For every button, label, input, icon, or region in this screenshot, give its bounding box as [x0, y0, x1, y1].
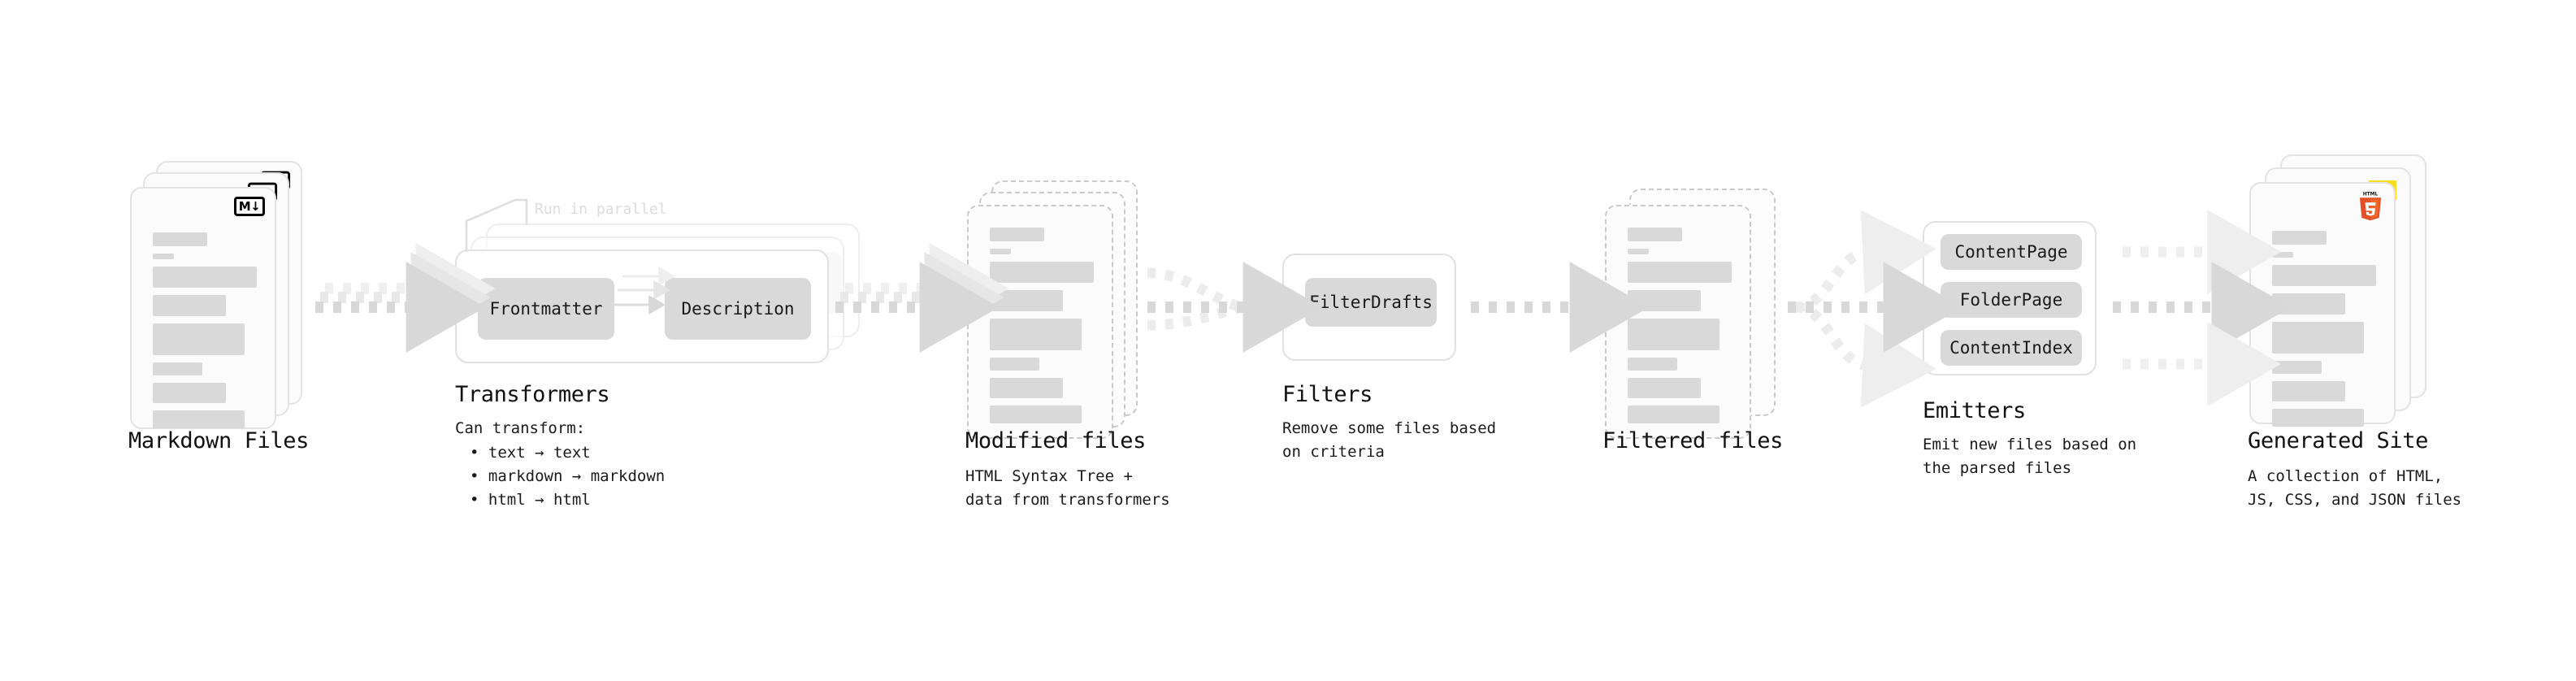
skeleton-bar [990, 406, 1082, 423]
skeleton-bar [990, 262, 1094, 283]
filters-panel: FilterDrafts [1282, 254, 1456, 361]
filtered-file-card-front [1605, 205, 1751, 439]
skeleton-bar [2272, 265, 2376, 286]
skeleton-lines [153, 232, 257, 436]
skeleton-bar [2272, 381, 2345, 401]
skeleton-bar [990, 249, 1011, 254]
stage-subtitle-modified-files: HTML Syntax Tree + data from transformer… [965, 467, 1170, 509]
skeleton-bar [153, 323, 245, 355]
stage-title-generated-site: Generated Site [2248, 428, 2428, 453]
stage-title-transformers: Transformers [455, 382, 610, 407]
skeleton-bar [990, 378, 1063, 398]
emitters-panel: ContentPage FolderPage ContentIndex [1923, 221, 2097, 375]
arrow-modified-to-filters [1147, 262, 1323, 353]
transformer-chip-frontmatter[interactable]: Frontmatter [478, 278, 614, 340]
emitter-chip-contentindex[interactable]: ContentIndex [1941, 330, 2082, 366]
skeleton-bar [1628, 358, 1678, 371]
skeleton-bar [2272, 322, 2364, 354]
transform-kind-item: • text → text [470, 444, 591, 462]
generated-html-card: HTML [2249, 182, 2396, 427]
skeleton-bar [990, 319, 1082, 350]
skeleton-bar [1628, 378, 1701, 398]
skeleton-bar [1628, 406, 1720, 423]
html5-badge-icon: HTML [2359, 193, 2382, 221]
emitter-chip-folderpage[interactable]: FolderPage [1941, 282, 2082, 318]
svg-text:HTML: HTML [2363, 193, 2379, 197]
stage-subtitle-emitters: Emit new files based on the parsed files [1923, 436, 2137, 477]
transform-kind-item: • markdown → markdown [470, 467, 666, 485]
skeleton-bar [153, 410, 245, 428]
stage-title-modified-files: Modified files [965, 428, 1146, 453]
skeleton-bar [153, 267, 257, 288]
generated-site-stack: CSS HTML [2249, 154, 2436, 431]
transform-kind-item: • html → html [470, 491, 591, 509]
modified-file-card-front [967, 205, 1113, 439]
skeleton-lines [1628, 228, 1732, 431]
stage-subtitle-generated-site: A collection of HTML, JS, CSS, and JSON … [2248, 467, 2462, 509]
arrow-emitters-to-site [2113, 210, 2292, 406]
skeleton-bar [990, 228, 1044, 241]
skeleton-bar [1628, 262, 1732, 283]
skeleton-bar [990, 290, 1063, 311]
skeleton-bar [2272, 409, 2364, 427]
modified-file-stack [967, 180, 1146, 440]
stage-title-filters: Filters [1282, 382, 1373, 407]
skeleton-bar [1628, 228, 1682, 241]
markdown-badge-icon: M↓ [234, 197, 265, 216]
skeleton-bar [153, 383, 226, 403]
skeleton-bar [153, 295, 226, 316]
skeleton-lines [990, 228, 1094, 431]
skeleton-bar [2272, 231, 2327, 245]
filter-chip-filterdrafts[interactable]: FilterDrafts [1305, 278, 1437, 327]
markdown-file-stack: M↓ M↓ M↓ [130, 161, 309, 429]
run-in-parallel-annotation: Run in parallel [535, 201, 667, 218]
skeleton-bar [153, 254, 174, 259]
emitter-chip-contentpage[interactable]: ContentPage [1941, 234, 2082, 270]
skeleton-bar [2272, 361, 2322, 374]
stage-title-emitters: Emitters [1923, 398, 2026, 423]
skeleton-bar [2272, 252, 2293, 258]
stage-modified-files [967, 180, 1146, 440]
stage-filtered-files [1605, 180, 1784, 440]
stage-subtitle-filters: Remove some files based on criteria [1282, 419, 1497, 461]
skeleton-bar [990, 358, 1040, 371]
stage-title-markdown-files: Markdown Files [128, 428, 309, 453]
markdown-file-card-front: M↓ [130, 187, 276, 429]
skeleton-bar [2272, 293, 2345, 314]
skeleton-bar [153, 232, 207, 246]
skeleton-bar [153, 362, 203, 375]
arrow-filtered-to-emitters [1788, 210, 1963, 408]
skeleton-bar [1628, 249, 1649, 254]
stage-markdown-files: M↓ M↓ M↓ [130, 161, 309, 429]
arrow-markdown-to-transformers [315, 243, 496, 353]
transformer-chip-description[interactable]: Description [665, 278, 811, 340]
skeleton-lines [2272, 231, 2376, 434]
skeleton-bar [1628, 319, 1720, 350]
filtered-file-stack [1605, 180, 1784, 440]
stage-title-filtered-files: Filtered files [1602, 428, 1783, 453]
transformers-panel-front: Frontmatter Description [455, 249, 829, 363]
stage-subtitle-transformers: Can transform: [455, 419, 586, 437]
stage-generated-site: CSS HTML [2249, 154, 2436, 431]
skeleton-bar [1628, 290, 1701, 311]
